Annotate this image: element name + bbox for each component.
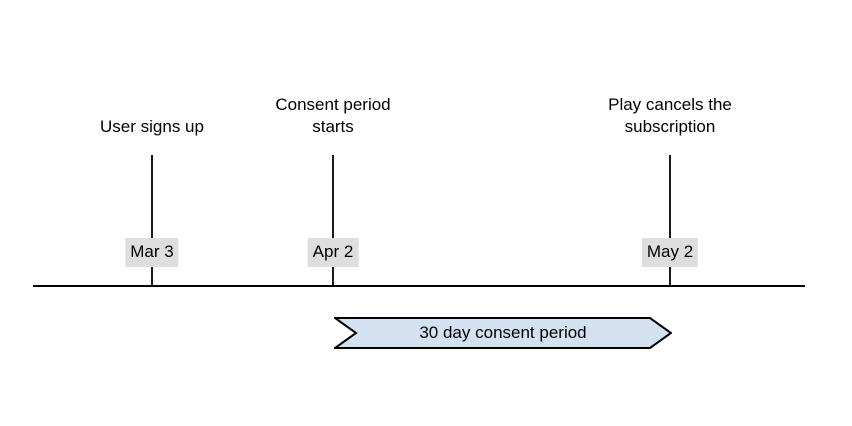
event-label-consent-start: Consent period starts [275, 95, 391, 136]
event-date-chip-signup: Mar 3 [125, 238, 179, 267]
consent-period-banner-shape [334, 317, 672, 349]
timeline-axis [33, 285, 805, 287]
event-tick-signup [151, 155, 153, 285]
event-date-chip-play-cancels: May 2 [641, 238, 699, 267]
consent-period-banner: 30 day consent period [334, 317, 672, 349]
event-tick-consent-start [332, 155, 334, 285]
event-date-chip-consent-start: Apr 2 [307, 238, 359, 267]
event-label-play-cancels: Play cancels the subscription [608, 95, 732, 136]
event-tick-play-cancels [669, 155, 671, 285]
event-label-signup: User signs up [100, 117, 204, 136]
